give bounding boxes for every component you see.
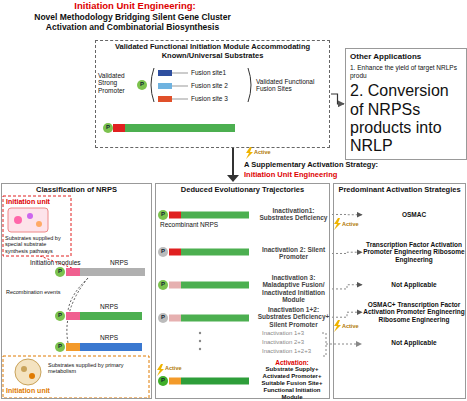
strategy-text: Not Applicable <box>363 281 465 288</box>
connector <box>332 285 362 289</box>
activation-text: Activation:Substrate Supply+ Activated P… <box>253 359 331 401</box>
node-text: Transcription Factor Activation Promoter… <box>363 241 465 263</box>
label: Fusion site 3 <box>191 95 246 102</box>
diagram-title: Initiation Unit Engineering: <box>20 1 250 12</box>
label: Validated Strong Promoter <box>98 72 136 94</box>
node-text: 1. Enhance the yield of target NRLPs pro… <box>350 64 462 79</box>
connector <box>331 94 344 104</box>
label: NRPS <box>110 259 140 266</box>
label: A Supplementary Activation Strategy: <box>244 161 404 170</box>
label: P <box>158 377 168 384</box>
label: P <box>158 211 168 218</box>
node-text: 2. Conversion of NRPSs products into NRL… <box>350 82 462 156</box>
label: P <box>158 314 168 321</box>
label: P <box>103 124 113 131</box>
node-text: Activation: <box>253 359 331 366</box>
label: P <box>158 248 168 255</box>
node-text: Other Applications <box>350 52 462 61</box>
connector <box>332 214 362 215</box>
label: P <box>137 81 147 88</box>
node-text: Classification of NRPS <box>5 186 148 195</box>
label: Recombinant NRPS <box>160 221 245 228</box>
node-text: Deduced Evolutionary Trajectories <box>159 186 326 195</box>
label: Inactivation 1+3 <box>262 330 322 337</box>
label: Initiation modules <box>30 259 90 266</box>
strategy-text: Transcription Factor Activation Promoter… <box>363 241 465 263</box>
trajectory-text: Inactivation 1+2: Substrates Deficiency+… <box>256 306 331 328</box>
node-text: Inactivation 1+2: Substrates Deficiency+… <box>256 306 331 328</box>
label: Fusion site1 <box>191 69 246 76</box>
label: P <box>55 312 65 319</box>
label: Substrates supplied by primary metabolis… <box>48 362 146 375</box>
label: NRPS <box>100 334 130 341</box>
connector <box>332 252 362 253</box>
node-text: Predominant Activation Strategies <box>337 186 462 195</box>
applications-box: Other Applications 1. Enhance the yield o… <box>345 48 467 160</box>
strategy-text: OSMAC <box>363 211 465 218</box>
label: Recombination events <box>6 289 61 295</box>
label: Initiation unit <box>6 198 68 206</box>
node-text: Inactivation1: Substrates Deficiency <box>256 207 331 222</box>
label: Fusion site 2 <box>191 82 246 89</box>
label: P <box>158 281 168 288</box>
label: Inactivation 2+3 <box>262 339 322 346</box>
trajectory-text: Inactivation 2: Silent Promoter <box>256 246 331 261</box>
node-text: OSMAC+ Transcription Factor Activation P… <box>363 301 465 323</box>
label: P <box>55 268 65 275</box>
label: Active <box>165 365 195 371</box>
strategy-text: OSMAC+ Transcription Factor Activation P… <box>363 301 465 323</box>
label: Initiation Unit Engineering <box>244 171 404 180</box>
node-text: Not Applicable <box>363 339 465 346</box>
label: P <box>55 343 65 350</box>
strategy-text: Not Applicable <box>363 339 465 346</box>
trajectory-text: Inactivation1: Substrates Deficiency <box>256 207 331 222</box>
label: Substrates supplied by special substrate… <box>5 235 69 254</box>
connector <box>332 312 362 317</box>
label: Active <box>342 221 366 227</box>
label: Novel Methodology Bridging Silent Gene C… <box>15 13 250 33</box>
node-text: Validated Functional Initiation Module A… <box>100 43 325 60</box>
node-text: Inactivation 2: Silent Promoter <box>256 246 331 261</box>
label: Inactivation 1+2+3 <box>262 348 322 355</box>
label: Validated Functional Fusion Sites <box>256 78 326 93</box>
module-box: Validated Functional Initiation Module A… <box>95 40 330 148</box>
node-text: Substrate Supply+ Activated Promoter+ Su… <box>253 366 331 400</box>
label: Active <box>254 149 284 155</box>
node-text: Inactivation 3: Maladaptive Fusion/ Inac… <box>256 274 331 304</box>
node-text: Not Applicable <box>363 281 465 288</box>
node-text: OSMAC <box>363 211 465 218</box>
label: NRPS <box>100 303 130 310</box>
panel: Predominant Activation StrategiesOSMAC Tr… <box>333 183 466 399</box>
trajectory-text: Inactivation 3: Maladaptive Fusion/ Inac… <box>256 274 331 304</box>
label: Active <box>342 323 366 329</box>
label: Initiation unit <box>6 387 76 395</box>
